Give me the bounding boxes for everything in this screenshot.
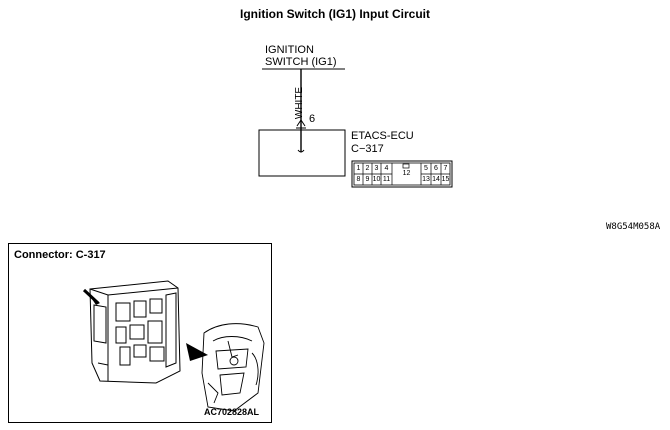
ecu-connector-label: C−317 <box>351 143 384 155</box>
page-title: Ignition Switch (IG1) Input Circuit <box>240 7 430 21</box>
connector-location-illustration <box>82 280 265 412</box>
pin-15: 15 <box>441 176 450 183</box>
ignition-switch-label-line2: SWITCH (IG1) <box>265 56 337 68</box>
connector-face <box>351 160 453 188</box>
pin-13: 13 <box>422 176 430 183</box>
diagram-code: W8G54M058A <box>606 222 661 232</box>
pin-5: 5 <box>424 165 428 172</box>
pin-3: 3 <box>374 165 379 172</box>
connector-panel-title: Connector: C-317 <box>14 249 106 261</box>
pin-8: 8 <box>356 176 361 183</box>
pin-2: 2 <box>365 165 370 172</box>
pin-7: 7 <box>443 165 448 172</box>
ecu-name: ETACS-ECU <box>351 130 414 142</box>
location-pointer-icon <box>186 343 208 361</box>
pin-14: 14 <box>432 176 440 183</box>
wire-color-label: WHITE <box>294 86 305 120</box>
pin-6: 6 <box>434 165 438 172</box>
arrow-shaft <box>82 288 100 305</box>
ecu-box <box>258 129 346 177</box>
figure-code: AC702828AL <box>204 407 260 417</box>
circuit-drawing <box>258 68 453 188</box>
connector-arrow <box>296 119 306 127</box>
wire-end-mark <box>297 149 305 153</box>
pin-9: 9 <box>365 176 370 183</box>
pin-number-label: 6 <box>309 113 316 125</box>
pin-1: 1 <box>356 165 361 172</box>
vehicle-dash-drawing <box>201 323 265 412</box>
pin-4: 4 <box>384 165 389 172</box>
ignition-switch-label-line1: IGNITION <box>265 44 314 56</box>
pin-12: 12 <box>402 170 411 177</box>
pin-10: 10 <box>372 176 381 183</box>
pin-11: 11 <box>382 176 391 183</box>
ecu-module-drawing <box>89 280 181 384</box>
connector-panel <box>8 243 272 423</box>
